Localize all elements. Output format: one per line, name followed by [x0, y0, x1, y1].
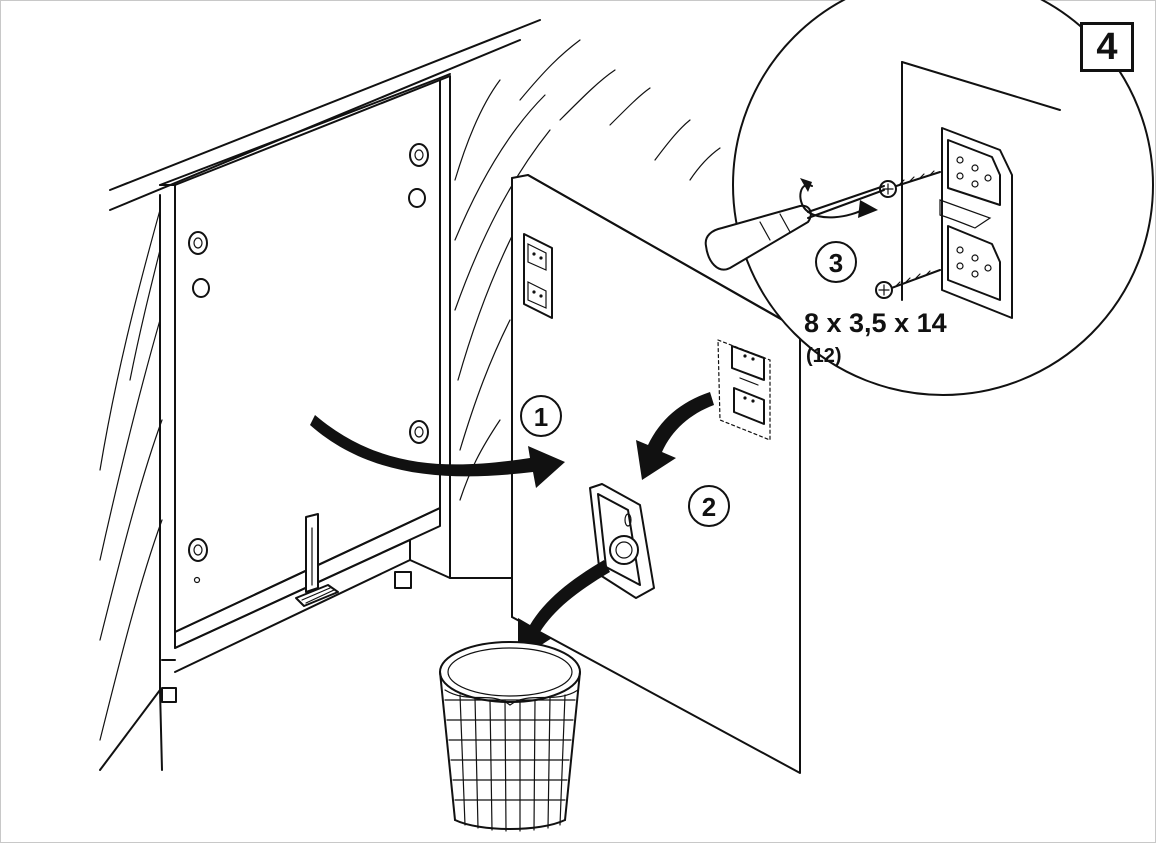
- wall-hatching-right: [439, 39, 721, 511]
- detail-magnifier: [704, 0, 1154, 396]
- arrow-to-bin: [518, 560, 610, 660]
- basket-mesh: [444, 694, 576, 832]
- door-hinge-upper: [523, 233, 553, 319]
- door-hinge-lower: [717, 339, 771, 441]
- adjustment-rod: [295, 513, 339, 607]
- arrow-1: [310, 415, 565, 488]
- plinth-edge: [409, 559, 451, 579]
- panel-dowels: [188, 143, 429, 584]
- step-number: 4: [1096, 25, 1118, 68]
- countertop: [109, 19, 541, 211]
- callout-2-label: 2: [702, 492, 716, 522]
- callout-1: 1: [520, 395, 562, 437]
- side-panel-edge: [159, 194, 163, 771]
- screw-specification: 8 x 3,5 x 14: [804, 308, 947, 338]
- screw-quantity: (12): [806, 345, 842, 367]
- wall-hatching-left: [99, 209, 163, 741]
- cabinet-base: [449, 509, 513, 579]
- callout-3: 3: [815, 241, 857, 283]
- arrow-2: [636, 392, 714, 480]
- callout-2: 2: [688, 485, 730, 527]
- step-number-box: 4: [1080, 22, 1134, 72]
- callout-3-label: 3: [829, 248, 843, 278]
- callout-1-label: 1: [534, 402, 548, 432]
- decor-door-panel: [511, 174, 801, 774]
- dishwasher-front-panel: [159, 79, 441, 673]
- waste-basket: [439, 641, 581, 832]
- adjustable-feet: [161, 571, 412, 703]
- floor-line: [99, 689, 161, 771]
